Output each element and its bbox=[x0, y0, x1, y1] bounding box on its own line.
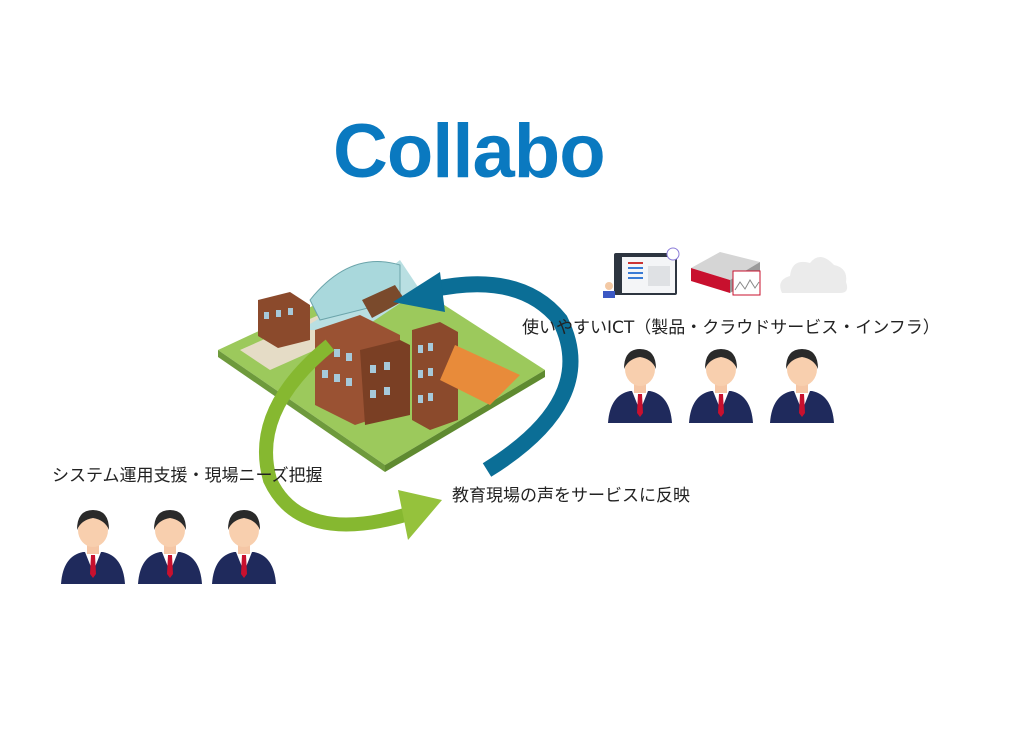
person-avatar bbox=[138, 510, 202, 584]
network-appliance-icon bbox=[691, 252, 761, 296]
blue-cycle-arrow bbox=[428, 276, 579, 477]
collabo-logo: Collabo bbox=[333, 109, 606, 194]
person-avatar bbox=[212, 510, 276, 584]
ict-label: 使いやすいICT（製品・クラウドサービス・インフラ） bbox=[522, 318, 940, 338]
blue-arrowhead bbox=[393, 272, 445, 312]
cloud-icon bbox=[780, 256, 848, 293]
school-campus-illustration bbox=[218, 260, 545, 472]
person-avatar bbox=[61, 510, 125, 584]
person-avatar bbox=[608, 349, 672, 423]
feedback-label: 教育現場の声をサービスに反映 bbox=[452, 486, 690, 506]
person-avatar bbox=[770, 349, 834, 423]
person-avatar bbox=[689, 349, 753, 423]
laptop-user-icon bbox=[603, 247, 680, 298]
support-label: システム運用支援・現場ニーズ把握 bbox=[52, 466, 323, 486]
green-cycle-arrow bbox=[259, 339, 407, 532]
green-arrowhead bbox=[398, 490, 442, 540]
